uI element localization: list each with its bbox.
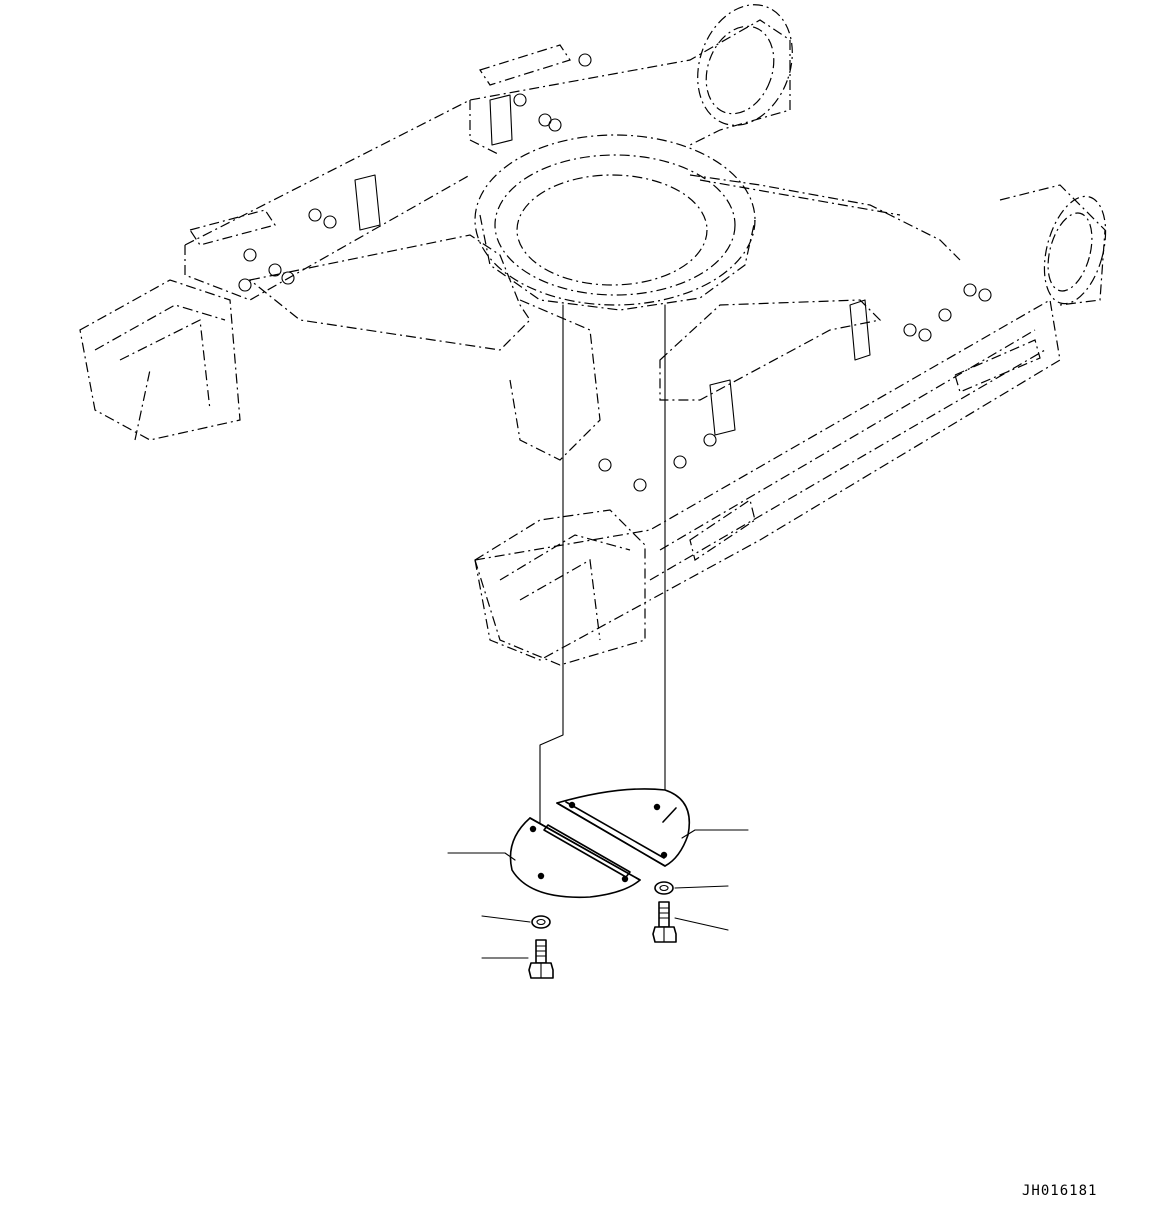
undercover-right (556, 788, 690, 867)
drawing-id: JH016181 (1022, 1183, 1098, 1199)
undercover-left (509, 817, 641, 899)
callout-leaders (447, 829, 749, 959)
washer-left (531, 915, 551, 929)
washer-right (654, 881, 674, 895)
track-frame (79, 4, 1107, 666)
alignment-lines (539, 304, 666, 871)
bolt-right (652, 901, 677, 943)
bolt-left (528, 939, 554, 979)
